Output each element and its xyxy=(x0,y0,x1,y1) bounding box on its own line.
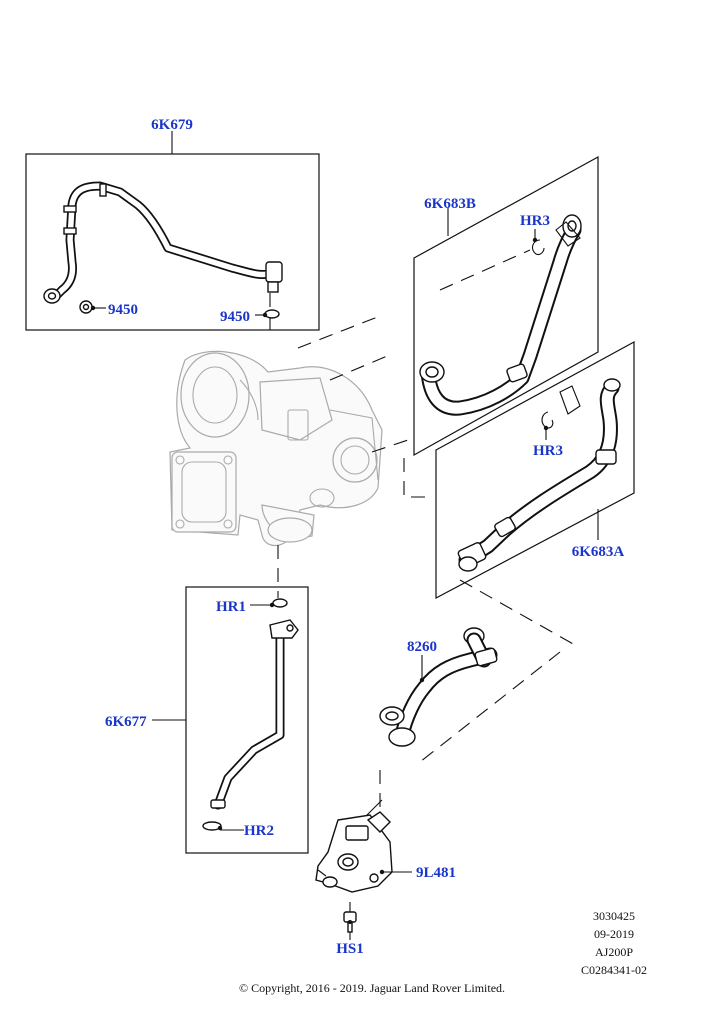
housing-9l481[interactable] xyxy=(315,799,412,893)
label-9450-b: 9450 xyxy=(220,309,250,325)
turbocharger-ghost xyxy=(169,350,383,547)
hose-8260[interactable] xyxy=(379,627,498,747)
bolt-hs1[interactable] xyxy=(343,902,357,940)
clip-hr1[interactable] xyxy=(272,598,288,608)
reference-line-4: C0284341-02 xyxy=(581,963,647,977)
label-9450-a: 9450 xyxy=(108,302,138,318)
washer-9450-b[interactable] xyxy=(264,309,280,319)
label-6k683b: 6K683B xyxy=(424,196,476,212)
hose-6k683b[interactable] xyxy=(419,214,582,416)
group-6k683b xyxy=(413,155,599,457)
clip-hr3-a[interactable] xyxy=(531,239,545,256)
clip-hr2[interactable] xyxy=(202,821,222,831)
label-6k679: 6K679 xyxy=(151,117,193,133)
clip-hr3-b[interactable] xyxy=(541,411,554,429)
label-6k677: 6K677 xyxy=(105,714,147,730)
reference-line-2: 09-2019 xyxy=(594,927,634,941)
group-6k679 xyxy=(25,131,320,331)
label-hr2: HR2 xyxy=(244,823,274,839)
hose-6k683a[interactable] xyxy=(457,378,621,572)
group-6k683a xyxy=(435,340,635,599)
label-hr1: HR1 xyxy=(216,599,246,615)
label-hs1: HS1 xyxy=(336,941,364,957)
dashed-association-lines xyxy=(269,249,576,812)
callout-labels: 6K679 9450 9450 6K683B HR3 HR3 6K683A HR… xyxy=(105,117,624,957)
label-6k683a: 6K683A xyxy=(572,544,625,560)
pipe-6k679[interactable] xyxy=(43,181,283,304)
reference-block: 3030425 09-2019 AJ200P C0284341-02 xyxy=(581,909,647,977)
pipe-6k677[interactable] xyxy=(210,619,299,810)
label-8260: 8260 xyxy=(407,639,437,655)
copyright-notice: © Copyright, 2016 - 2019. Jaguar Land Ro… xyxy=(239,981,505,995)
label-hr3-b: HR3 xyxy=(533,443,563,459)
label-9l481: 9L481 xyxy=(416,865,456,881)
group-6k683b-frame xyxy=(413,155,599,457)
group-6k683a-frame xyxy=(435,340,635,599)
group-6k677 xyxy=(152,586,309,854)
label-hr3-a: HR3 xyxy=(520,213,550,229)
reference-line-3: AJ200P xyxy=(595,945,633,959)
reference-line-1: 3030425 xyxy=(593,909,635,923)
